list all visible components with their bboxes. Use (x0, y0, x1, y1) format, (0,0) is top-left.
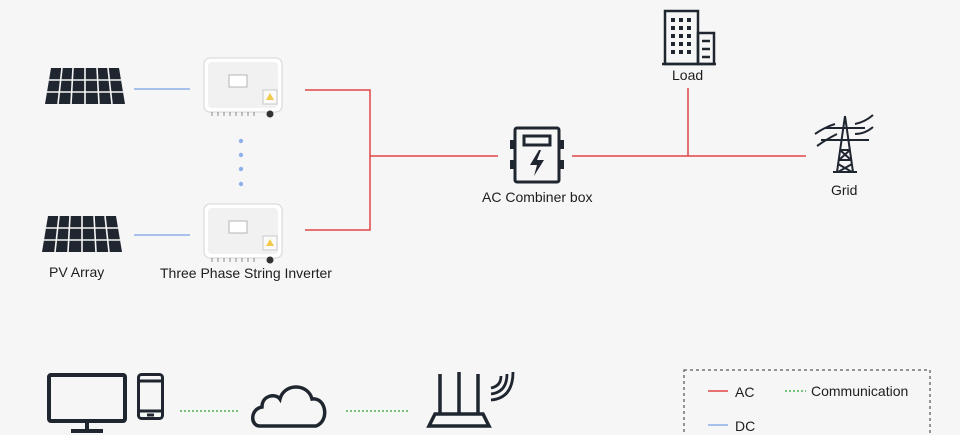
cloud-icon (251, 385, 327, 428)
inverter-icon (203, 57, 283, 118)
inverter-ellipsis-dots (238, 138, 244, 187)
wifi-router-icon (426, 371, 515, 428)
grid-label: Grid (831, 182, 858, 198)
legend-ac-label: AC (735, 384, 755, 400)
solar-panel-icon (45, 67, 125, 105)
power-tower-icon (814, 114, 874, 173)
monitor-icon (47, 373, 127, 433)
building-icon (662, 9, 716, 66)
combiner-label: AC Combiner box (482, 189, 593, 205)
phone-icon (137, 373, 164, 420)
legend-dc-label: DC (735, 418, 756, 434)
inverter-label: Three Phase String Inverter (160, 265, 332, 281)
combiner-box-icon (510, 126, 564, 184)
legend-box (683, 369, 931, 435)
legend-communication-label: Communication (811, 383, 909, 399)
ac-lines (305, 88, 806, 231)
load-label: Load (672, 67, 704, 83)
pv-array-label: PV Array (49, 264, 105, 280)
inverter-icon (203, 203, 283, 264)
solar-panel-icon (42, 215, 122, 253)
